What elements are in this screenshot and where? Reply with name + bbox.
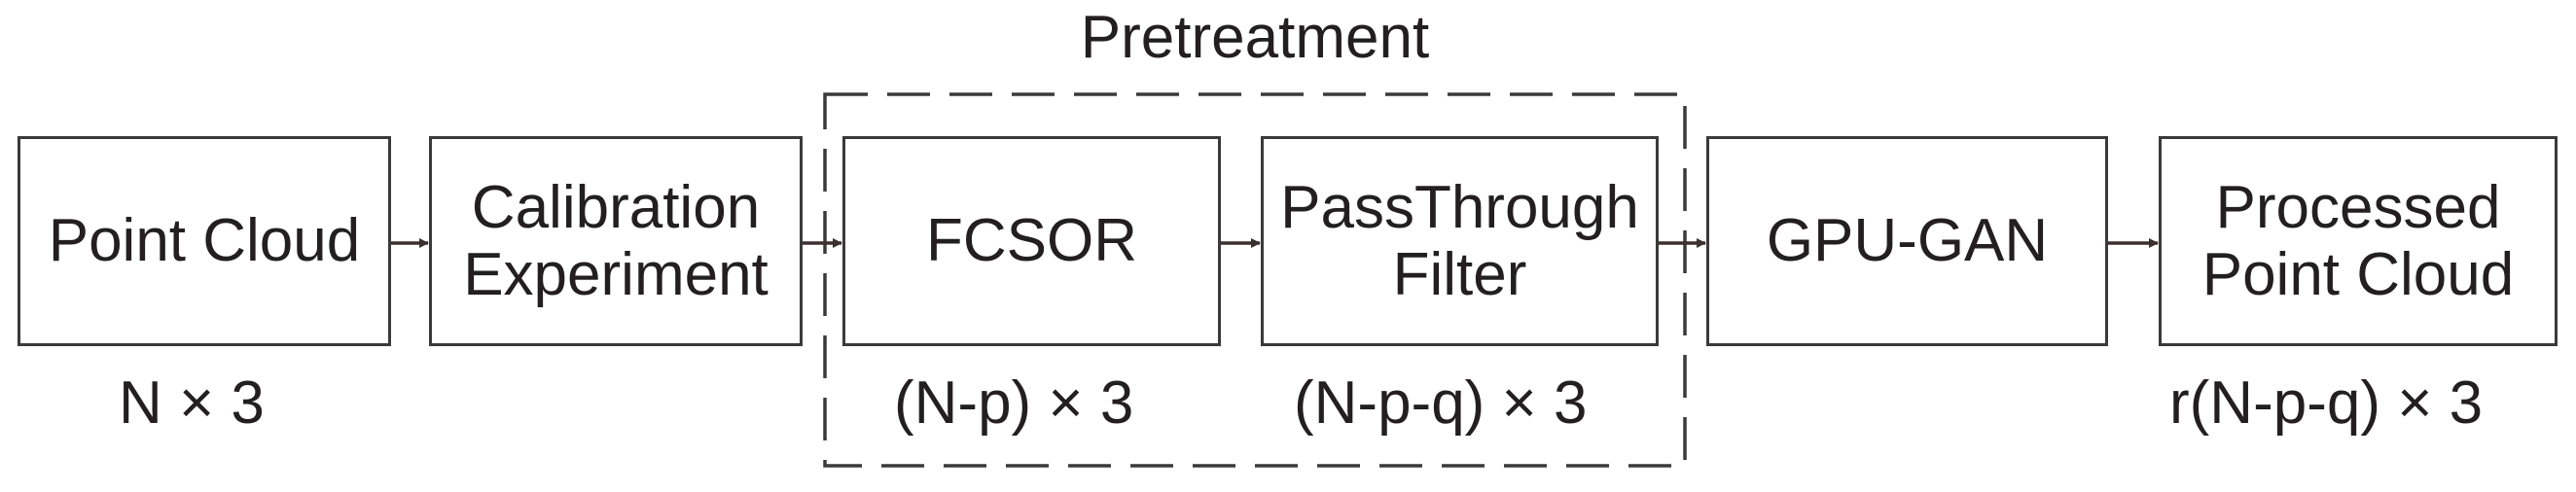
fcsor-dimension-label: (N-p) × 3 xyxy=(894,369,1134,437)
point-cloud-label: Point Cloud xyxy=(48,207,361,275)
passthrough-filter-box: PassThrough Filter xyxy=(1261,136,1659,346)
fcsor-label: FCSOR xyxy=(926,207,1137,275)
pretreatment-group-frame xyxy=(823,92,1687,468)
fcsor-box: FCSOR xyxy=(842,136,1221,346)
calibration-experiment-label: Calibration Experiment xyxy=(463,173,769,308)
passthrough-dimension-label: (N-p-q) × 3 xyxy=(1294,369,1588,437)
calibration-experiment-box: Calibration Experiment xyxy=(429,136,803,346)
output-dimension-label: r(N-p-q) × 3 xyxy=(2169,369,2484,437)
processed-point-cloud-box: Processed Point Cloud xyxy=(2159,136,2558,346)
input-dimension-label: N × 3 xyxy=(119,369,265,437)
point-cloud-box: Point Cloud xyxy=(18,136,391,346)
pretreatment-title: Pretreatment xyxy=(1080,4,1430,71)
processed-point-cloud-label: Processed Point Cloud xyxy=(2201,173,2515,308)
passthrough-filter-label: PassThrough Filter xyxy=(1280,173,1639,308)
gpu-gan-box: GPU-GAN xyxy=(1706,136,2108,346)
gpu-gan-label: GPU-GAN xyxy=(1766,207,2049,275)
